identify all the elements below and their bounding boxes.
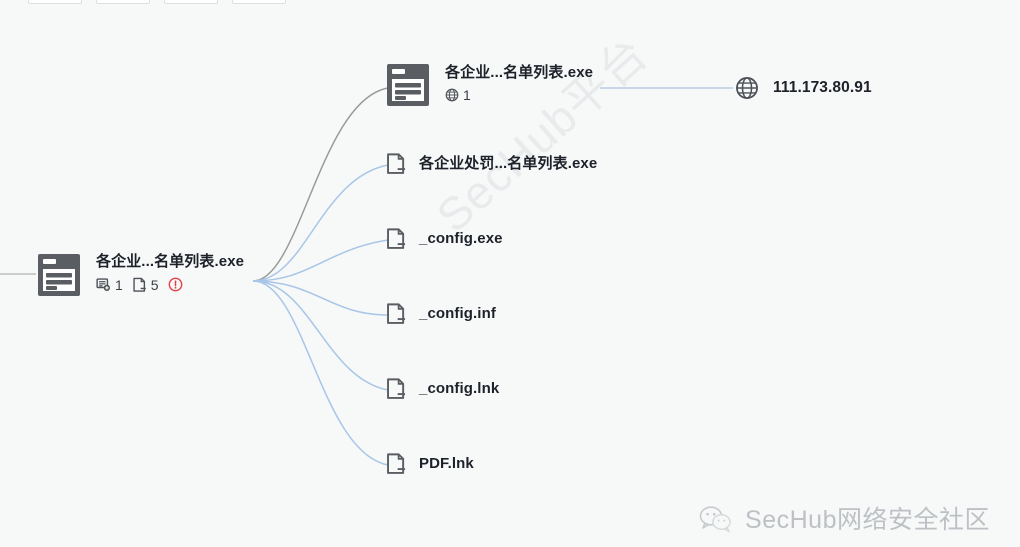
graph-node-ip-address[interactable]: 111.173.80.91: [735, 76, 872, 100]
meta-network-add[interactable]: 1: [96, 277, 123, 292]
executable-window-icon: [387, 64, 429, 106]
graph-node-child-1[interactable]: 各企业处罚...名单列表.exe: [385, 152, 597, 176]
node-meta: 1: [445, 88, 593, 102]
edge-root-to-child-1: [252, 164, 389, 282]
node-label: 各企业...名单列表.exe: [445, 64, 594, 81]
graph-node-child-4[interactable]: _config.lnk: [385, 377, 499, 401]
node-body: _config.lnk: [419, 380, 499, 399]
toolbar: [0, 0, 286, 4]
node-body: 各企业...名单列表.exe 1: [445, 64, 593, 102]
node-body: 111.173.80.91: [773, 78, 872, 97]
edge-root-to-child-3: [252, 280, 389, 316]
brand-watermark-text: SecHub网络安全社区: [745, 505, 990, 534]
node-meta: 1 5: [96, 277, 244, 293]
file-drop-icon: [387, 378, 406, 399]
graph-node-child-5[interactable]: PDF.lnk: [385, 452, 474, 476]
edge-root-to-child-4: [252, 280, 389, 391]
alert-circle-icon: [168, 277, 182, 292]
graph-node-child-3[interactable]: _config.inf: [385, 302, 496, 326]
file-drop-icon: [133, 277, 146, 292]
node-body: 各企业处罚...名单列表.exe: [419, 155, 597, 174]
meta-count: 1: [463, 86, 471, 103]
graph-node-child-2[interactable]: _config.exe: [385, 227, 503, 251]
file-drop-icon: [387, 228, 406, 249]
file-drop-icon: [387, 153, 406, 174]
meta-file-drop[interactable]: 5: [132, 277, 159, 293]
node-label: 各企业处罚...名单列表.exe: [419, 154, 598, 172]
toolbar-button-4[interactable]: [232, 0, 286, 4]
edge-root-to-child-5: [252, 280, 389, 466]
diagonal-watermark: SecHub平台: [426, 27, 658, 243]
node-label: _config.lnk: [419, 379, 500, 397]
node-label: 各企业...名单列表.exe: [96, 253, 245, 270]
meta-globe[interactable]: 1: [445, 88, 471, 102]
node-body: 各企业...名单列表.exe 1: [96, 253, 244, 293]
meta-count: 1: [115, 276, 123, 293]
node-label: _config.inf: [419, 304, 496, 322]
graph-node-child-0[interactable]: 各企业...名单列表.exe 1: [385, 62, 593, 108]
toolbar-button-2[interactable]: [96, 0, 150, 4]
edge-root-to-child-2: [252, 239, 389, 282]
file-drop-icon: [387, 453, 406, 474]
executable-window-icon: [38, 254, 80, 296]
node-body: _config.exe: [419, 230, 503, 249]
wechat-icon: [699, 506, 731, 533]
edge-root-to-child-0: [252, 87, 389, 282]
globe-icon: [445, 88, 459, 102]
toolbar-button-1[interactable]: [28, 0, 82, 4]
graph-node-root[interactable]: 各企业...名单列表.exe 1: [36, 252, 244, 298]
meta-count: 5: [150, 276, 159, 293]
globe-icon: [736, 77, 758, 99]
meta-alert[interactable]: [168, 277, 183, 292]
node-body: _config.inf: [419, 305, 496, 324]
node-label: PDF.lnk: [419, 454, 474, 472]
toolbar-button-3[interactable]: [164, 0, 218, 4]
node-body: PDF.lnk: [419, 455, 474, 474]
file-drop-icon: [387, 303, 406, 324]
network-add-icon: [96, 278, 110, 292]
brand-watermark: SecHub网络安全社区: [699, 505, 990, 535]
node-label: 111.173.80.91: [773, 79, 872, 97]
node-label: _config.exe: [419, 229, 503, 247]
